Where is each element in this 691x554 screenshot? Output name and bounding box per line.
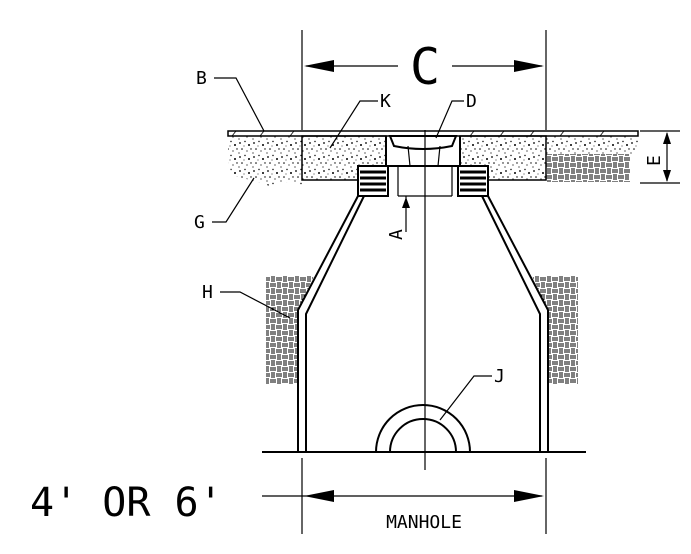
base-course-g	[228, 136, 302, 186]
manhole-barrel	[262, 195, 586, 453]
manhole-text: MANHOLE	[386, 512, 462, 533]
dimension-manhole: 4' OR 6' MANHOLE	[30, 458, 547, 534]
label-j-group: J	[439, 366, 505, 421]
label-h: H	[202, 282, 213, 303]
dimension-e: E	[640, 130, 680, 184]
manhole-size-text: 4' OR 6'	[30, 480, 223, 526]
native-soil-right	[546, 154, 630, 182]
adjusting-rings	[357, 165, 489, 197]
label-d-group: D	[435, 91, 477, 139]
label-h-group: H	[202, 282, 291, 319]
label-b: B	[196, 68, 207, 89]
label-d: D	[466, 91, 477, 112]
label-g-group: G	[194, 177, 255, 233]
pavement-section	[227, 130, 639, 186]
frame-and-cover-d	[385, 135, 461, 197]
label-j: J	[494, 366, 505, 387]
label-g: G	[194, 212, 205, 233]
dimension-c: C	[301, 30, 547, 130]
label-k: K	[380, 91, 391, 112]
native-soil-h	[266, 276, 578, 384]
label-k-group: K	[329, 91, 391, 149]
label-b-group: B	[196, 68, 265, 132]
label-e: E	[644, 155, 665, 166]
label-c: C	[410, 38, 440, 96]
dimension-a: A	[386, 196, 410, 240]
invert-channel-j	[375, 404, 471, 453]
label-a: A	[386, 229, 407, 240]
